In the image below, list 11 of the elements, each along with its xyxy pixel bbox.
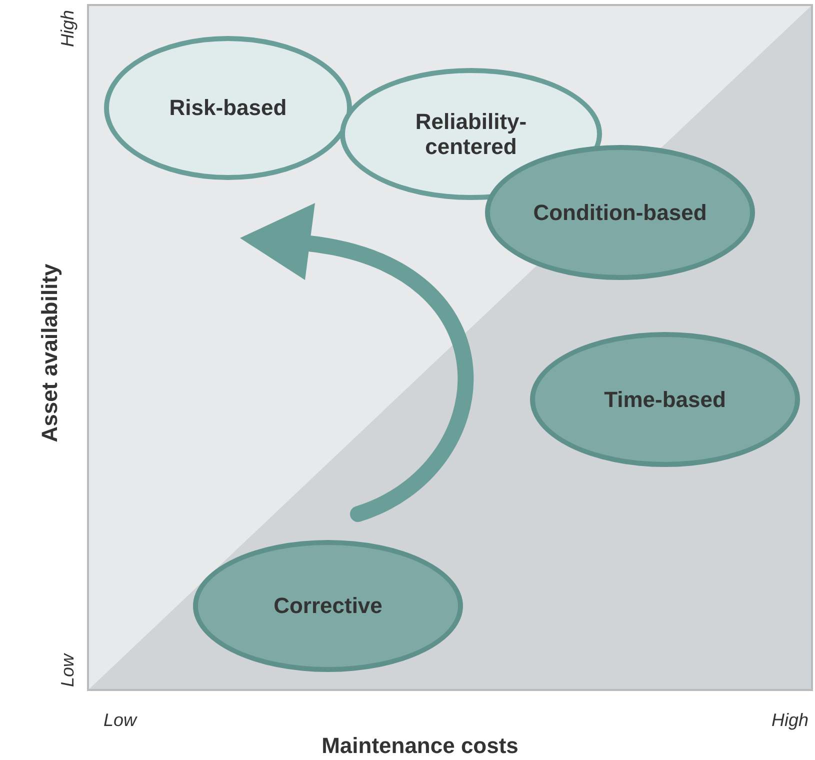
node-label: Risk-based (169, 95, 287, 121)
axis-tick-label: Low (102, 710, 138, 731)
node-label: Time-based (604, 386, 726, 412)
node-label: Condition-based (533, 200, 707, 226)
node-label: Corrective (274, 593, 382, 619)
axis-tick-label: Low (58, 652, 78, 690)
axis-title: Maintenance costs (320, 733, 520, 759)
axis-title: Asset availability (37, 262, 63, 444)
axis-tick-label: High (770, 710, 810, 731)
axis-tick-label: High (58, 8, 78, 48)
node-label: Reliability- centered (414, 108, 528, 160)
